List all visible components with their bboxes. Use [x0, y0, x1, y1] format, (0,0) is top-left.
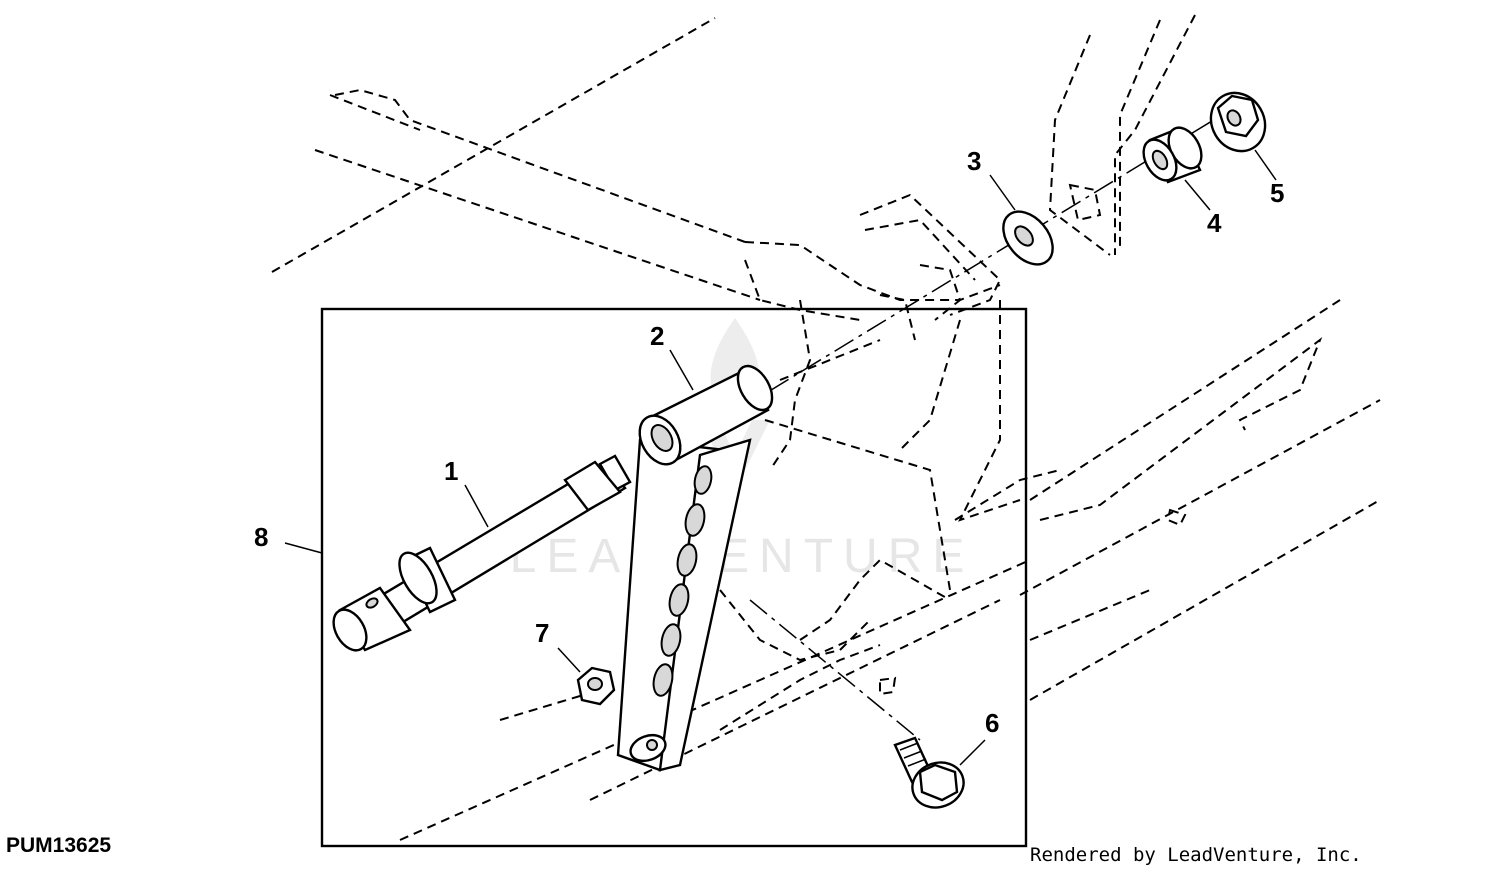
watermark-text: LEADVENTURE: [510, 530, 975, 583]
frame-phantom-lines: [271, 14, 1381, 841]
render-credit: Rendered by LeadVenture, Inc.: [1030, 844, 1362, 866]
assembly-box: [320, 307, 1028, 848]
callout-7: 7: [535, 618, 549, 648]
callout-8: 8: [254, 522, 268, 552]
figure-id: PUM13625: [6, 834, 112, 857]
lever-arm-part-2: [616, 364, 774, 772]
callout-4: 4: [1207, 208, 1222, 238]
callout-3: 3: [967, 146, 981, 176]
flange-nut-part-5: [1209, 91, 1267, 153]
hex-nut-part-7: [576, 666, 616, 706]
callout-5: 5: [1270, 178, 1284, 208]
callout-1: 1: [444, 456, 458, 486]
callout-6: 6: [985, 708, 999, 738]
bushing-part-4: [1142, 126, 1203, 184]
pivot-shaft-part-1: [332, 454, 632, 652]
callout-labels: 1 2 3 4 5 6 7 8: [254, 146, 1284, 738]
lever-slots: [652, 465, 713, 697]
callout-2: 2: [650, 321, 664, 351]
washer-part-3: [1002, 210, 1054, 266]
flange-bolt-part-6: [893, 736, 965, 809]
leader-lines: [284, 149, 1277, 766]
